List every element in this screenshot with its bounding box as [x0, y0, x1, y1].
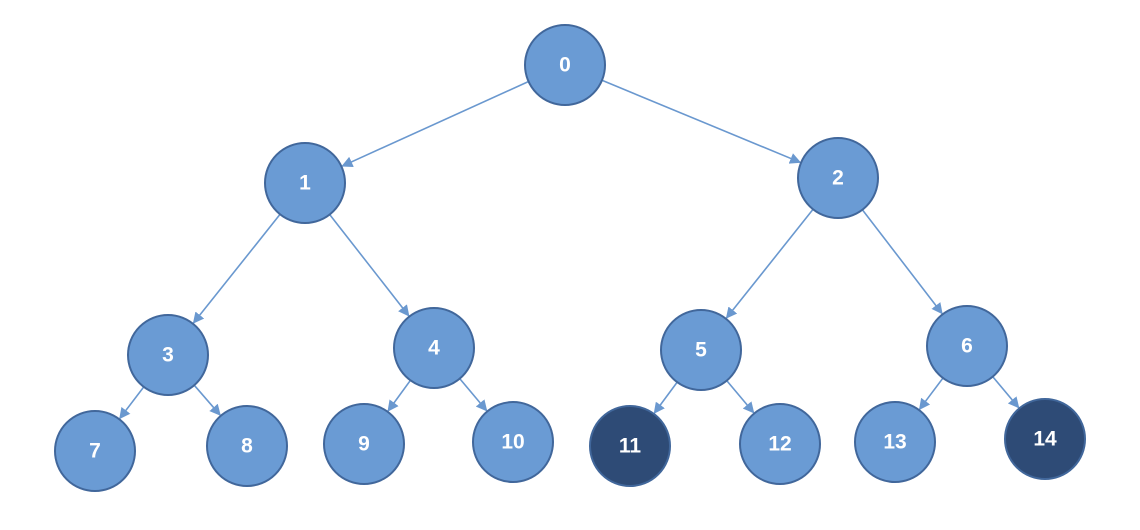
tree-node-10: 10	[472, 401, 554, 483]
node-circle	[589, 405, 671, 487]
tree-node-2: 2	[797, 137, 879, 219]
node-label: 1	[299, 172, 311, 195]
tree-node-13: 13	[854, 401, 936, 483]
tree-node-4: 4	[393, 307, 475, 389]
edge-6-14	[992, 376, 1020, 409]
node-label: 13	[883, 431, 906, 454]
edge-5-11	[653, 381, 678, 414]
edge-3-8	[193, 384, 221, 416]
node-label: 2	[832, 167, 844, 190]
tree-node-3: 3	[127, 314, 209, 396]
tree-node-0: 0	[524, 24, 606, 106]
edge-4-10	[459, 378, 488, 412]
node-label: 6	[961, 335, 973, 358]
node-label: 5	[695, 339, 707, 362]
edge-3-7	[119, 386, 145, 420]
edges-layer	[119, 79, 1020, 420]
node-circle	[323, 403, 405, 485]
edge-6-13	[918, 377, 944, 411]
node-circle	[854, 401, 936, 483]
node-circle	[393, 307, 475, 389]
edge-2-6	[861, 209, 943, 315]
edge-2-5	[725, 208, 814, 319]
node-circle	[472, 401, 554, 483]
node-label: 11	[619, 435, 642, 458]
node-label: 4	[428, 337, 440, 360]
tree-node-5: 5	[660, 309, 742, 391]
tree-node-1: 1	[264, 142, 346, 224]
edge-0-1	[341, 80, 529, 167]
node-circle	[524, 24, 606, 106]
tree-node-11: 11	[589, 405, 671, 487]
tree-node-14: 14	[1004, 398, 1086, 480]
node-label: 14	[1033, 428, 1057, 451]
tree-node-9: 9	[323, 403, 405, 485]
node-label: 7	[89, 440, 101, 463]
tree-node-7: 7	[54, 410, 136, 492]
node-circle	[926, 305, 1008, 387]
node-circle	[739, 403, 821, 485]
edge-1-4	[329, 214, 410, 317]
edge-4-9	[387, 379, 412, 412]
edge-5-12	[726, 380, 755, 414]
tree-node-6: 6	[926, 305, 1008, 387]
node-circle	[264, 142, 346, 224]
node-label: 12	[768, 433, 791, 456]
node-circle	[206, 405, 288, 487]
node-circle	[660, 309, 742, 391]
tree-node-12: 12	[739, 403, 821, 485]
node-circle	[1004, 398, 1086, 480]
node-label: 8	[241, 435, 253, 458]
node-circle	[797, 137, 879, 219]
edge-1-3	[192, 213, 281, 324]
tree-node-8: 8	[206, 405, 288, 487]
edge-0-2	[601, 79, 802, 164]
node-label: 0	[559, 54, 571, 77]
node-label: 10	[501, 431, 524, 454]
node-circle	[54, 410, 136, 492]
node-label: 9	[358, 433, 370, 456]
node-label: 3	[162, 344, 174, 367]
node-circle	[127, 314, 209, 396]
